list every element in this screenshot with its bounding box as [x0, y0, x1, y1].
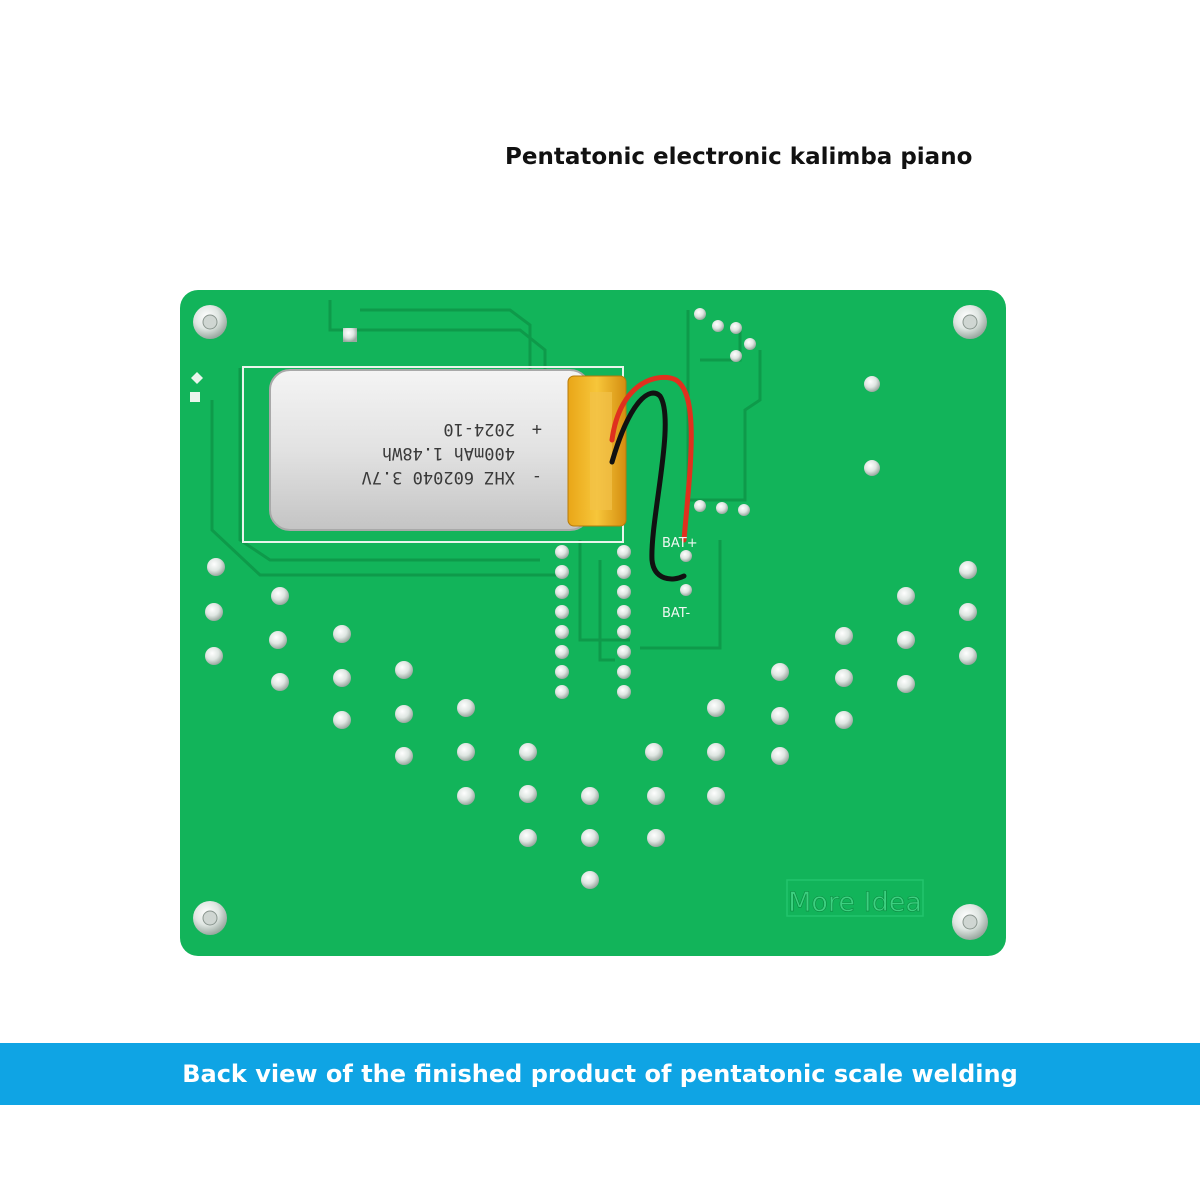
bat-minus-label: BAT-	[662, 606, 691, 621]
battery-date-text: 2024-10	[443, 419, 515, 439]
pcb-board-image: E	[180, 290, 1006, 956]
mounting-holes	[193, 305, 988, 940]
bat-pad	[680, 584, 692, 596]
battery-minus-text: -	[532, 467, 542, 487]
bat-plus-label: BAT+	[662, 536, 698, 551]
square-pad	[343, 328, 357, 342]
lipo-battery: - XHZ 602040 3.7V 400mAh 1.48Wh + 2024-1…	[269, 369, 627, 531]
caption-banner: Back view of the finished product of pen…	[0, 1043, 1200, 1105]
battery-plus-text: +	[532, 419, 542, 439]
battery-wires	[609, 374, 694, 582]
header-pins	[555, 545, 631, 699]
battery-capacity-text: 400mAh 1.48Wh	[382, 443, 515, 463]
logo-box	[786, 879, 924, 917]
page-title: Pentatonic electronic kalimba piano	[505, 144, 973, 170]
battery-model-text: XHZ 602040 3.7V	[361, 467, 515, 487]
logo-text: More Idea	[788, 887, 922, 918]
square-pad	[190, 392, 200, 402]
solder-pads	[205, 308, 977, 889]
caption-text: Back view of the finished product of pen…	[182, 1060, 1018, 1088]
silk-diamond	[191, 372, 203, 384]
